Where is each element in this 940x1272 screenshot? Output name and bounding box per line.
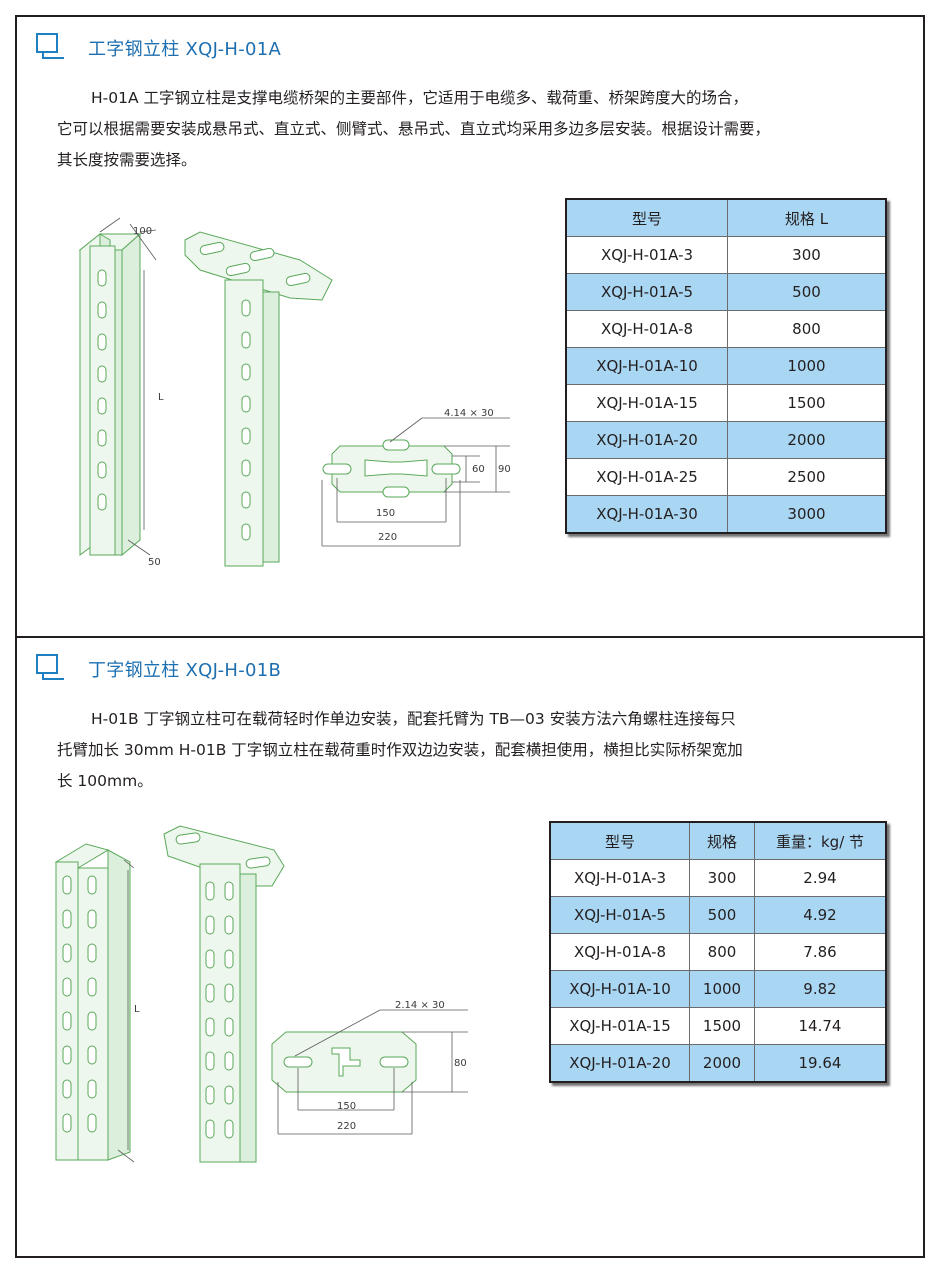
cell-model: XQJ-H-01A-8: [565, 310, 728, 348]
dim-width-top: 100: [133, 226, 152, 237]
section-b-paragraph: H-01B 丁字钢立柱可在载荷轻时作单边安装，配套托臂为 TB—03 安装方法六…: [57, 704, 887, 797]
cell-spec: 300: [727, 236, 887, 274]
table-header-weight: 重量：kg/ 节: [754, 821, 887, 860]
column-b-right: [163, 825, 285, 1163]
section-a-paragraph: H-01A 工字钢立柱是支撑电缆桥架的主要部件，它适用于电缆多、载荷重、桥架跨度…: [57, 83, 887, 176]
cell-spec: 1000: [689, 970, 755, 1008]
section-a-drawing: 100 L 50: [78, 217, 511, 568]
cell-spec: 300: [689, 859, 755, 897]
section-divider: [15, 636, 925, 638]
dim-w-outer: 220: [337, 1121, 356, 1132]
dim-h-outer: 90: [498, 464, 511, 475]
cell-model: XQJ-H-01A-25: [565, 458, 728, 496]
dim-length: L: [134, 1004, 140, 1015]
cell-model: XQJ-H-01A-5: [565, 273, 728, 311]
section-a-base-plate: 4.14 × 30 60 90 150 220: [321, 408, 511, 547]
paragraph-line: 托臂加长 30mm H-01B 丁字钢立柱在载荷重时作双边边安装，配套横担使用，…: [57, 741, 743, 759]
cell-weight: 9.82: [754, 970, 887, 1008]
table-header-spec: 规格: [689, 821, 755, 860]
dim-h-outer: 80: [454, 1058, 467, 1069]
column-a-left: [78, 232, 142, 557]
cell-model: XQJ-H-01A-20: [549, 1044, 690, 1083]
paragraph-line: H-01B 丁字钢立柱可在载荷轻时作单边安装，配套托臂为 TB—03 安装方法六…: [91, 710, 736, 728]
section-b-base-plate: 2.14 × 30 80 150 220: [271, 1000, 468, 1135]
section-a-title: 工字钢立柱 XQJ-H-01A: [88, 39, 282, 60]
cell-spec: 500: [727, 273, 887, 311]
column-a-right: [184, 231, 333, 567]
cell-spec: 1500: [727, 384, 887, 422]
cell-weight: 14.74: [754, 1007, 887, 1045]
cell-weight: 19.64: [754, 1044, 887, 1083]
section-b-title: 丁字钢立柱 XQJ-H-01B: [88, 660, 282, 681]
cell-model: XQJ-H-01A-5: [549, 896, 690, 934]
dim-slot: 2.14 × 30: [395, 1000, 445, 1011]
section-b-drawing: L: [54, 825, 468, 1163]
cell-spec: 800: [689, 933, 755, 971]
table-header-model: 型号: [565, 198, 728, 237]
table-header-spec: 规格 L: [727, 198, 887, 237]
table-header-model: 型号: [549, 821, 690, 860]
cell-model: XQJ-H-01A-30: [565, 495, 728, 534]
cell-spec: 1000: [727, 347, 887, 385]
dim-width-bottom: 50: [148, 557, 161, 568]
cell-spec: 500: [689, 896, 755, 934]
cell-model: XQJ-H-01A-10: [565, 347, 728, 385]
dim-w-outer: 220: [378, 532, 397, 543]
cell-spec: 2000: [727, 421, 887, 459]
section-a-square-icon: [36, 33, 64, 59]
cell-weight: 2.94: [754, 859, 887, 897]
paragraph-line: 它可以根据需要安装成悬吊式、直立式、侧臂式、悬吊式、直立式均采用多边多层安装。根…: [57, 120, 771, 138]
cell-spec: 3000: [727, 495, 887, 534]
cell-model: XQJ-H-01A-15: [549, 1007, 690, 1045]
column-b-left-slots: [62, 875, 97, 1133]
cell-model: XQJ-H-01A-20: [565, 421, 728, 459]
column-a-right-slots: [199, 241, 311, 541]
paragraph-line: 其长度按需要选择。: [57, 151, 197, 169]
dim-h-inner: 60: [472, 464, 485, 475]
column-a-left-slots: [97, 269, 107, 511]
cell-spec: 2000: [689, 1044, 755, 1083]
cell-model: XQJ-H-01A-3: [565, 236, 728, 274]
paragraph-line: 长 100mm。: [57, 772, 153, 790]
dim-w-inner: 150: [376, 508, 395, 519]
dim-w-inner: 150: [337, 1101, 356, 1112]
cell-spec: 1500: [689, 1007, 755, 1045]
column-b-right-slots: [175, 832, 271, 1139]
cell-model: XQJ-H-01A-10: [549, 970, 690, 1008]
dim-length: L: [158, 392, 164, 403]
section-b-square-icon: [36, 654, 64, 680]
paragraph-line: H-01A 工字钢立柱是支撑电缆桥架的主要部件，它适用于电缆多、载荷重、桥架跨度…: [91, 89, 749, 107]
cell-model: XQJ-H-01A-15: [565, 384, 728, 422]
dim-slot: 4.14 × 30: [444, 408, 494, 419]
cell-weight: 7.86: [754, 933, 887, 971]
cell-spec: 2500: [727, 458, 887, 496]
cell-spec: 800: [727, 310, 887, 348]
cell-weight: 4.92: [754, 896, 887, 934]
cell-model: XQJ-H-01A-8: [549, 933, 690, 971]
cell-model: XQJ-H-01A-3: [549, 859, 690, 897]
